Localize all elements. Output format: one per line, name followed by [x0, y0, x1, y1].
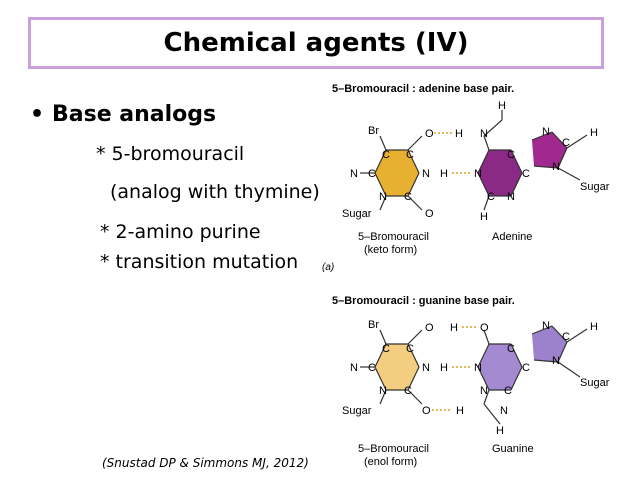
adenine-ring — [478, 150, 522, 196]
atom: N — [552, 161, 560, 173]
atom: H — [456, 405, 464, 417]
figure-a-caption-right: Adenine — [492, 231, 532, 243]
bonds-a — [360, 110, 588, 211]
atom: C — [522, 362, 530, 374]
atom: Br — [368, 319, 379, 331]
figure-b-caption-left-1: 5–Bromouracil — [358, 443, 429, 455]
atom: H — [440, 168, 448, 180]
atom: O — [425, 128, 434, 140]
title-box: Chemical agents (IV) — [28, 17, 604, 69]
atom: C — [404, 191, 412, 203]
atom: H — [455, 128, 463, 140]
atom: N — [422, 362, 430, 374]
atom: N — [552, 355, 560, 367]
hbonds-b — [432, 326, 478, 411]
atom: O — [425, 322, 434, 334]
atom: N — [480, 128, 488, 140]
atom: H — [496, 425, 504, 437]
atom: C — [507, 343, 515, 355]
item-2-amino-purine: * 2-amino purine — [100, 221, 261, 243]
atom: H — [450, 322, 458, 334]
bromouracil-ring — [375, 150, 419, 196]
atom: Sugar — [580, 377, 610, 389]
atom: C — [368, 362, 376, 374]
atom: N — [507, 191, 515, 203]
figure-bromouracil-guanine: 5–Bromouracil : guanine base pair. Br O … — [332, 295, 610, 468]
atom: Sugar — [342, 405, 372, 417]
atom: H — [480, 211, 488, 223]
hbonds-a — [434, 132, 472, 174]
imidazole-ring — [532, 132, 567, 168]
atom: C — [522, 168, 530, 180]
atoms-a: Br O H N H N C H C C N C N H N C C N Sug… — [342, 100, 610, 223]
atom: Br — [368, 125, 379, 137]
bullet-marker: • — [30, 102, 45, 127]
atom: C — [382, 149, 390, 161]
atom: N — [379, 385, 387, 397]
atom: C — [406, 149, 414, 161]
figure-bromouracil-adenine: 5–Bromouracil : adenine base pair. Br O … — [322, 83, 610, 273]
atom: N — [422, 168, 430, 180]
atom: C — [404, 385, 412, 397]
atom: H — [590, 127, 598, 139]
page-title: Chemical agents (IV) — [163, 28, 469, 58]
guanine-ring — [478, 344, 522, 390]
atom: O — [425, 208, 434, 220]
atom: C — [406, 343, 414, 355]
figure-b-caption-right: Guanine — [492, 443, 534, 455]
atom: Sugar — [580, 181, 610, 193]
figure-a-panel-label: (a) — [322, 262, 334, 273]
atom: Sugar — [342, 208, 372, 220]
atom: O — [422, 405, 431, 417]
atom: O — [480, 322, 489, 334]
item-analog-thymine: (analog with thymine) — [110, 181, 320, 203]
citation: (Snustad DP & Simmons MJ, 2012) — [102, 456, 309, 470]
atom: C — [562, 137, 570, 149]
figure-a-caption-left-2: (keto form) — [364, 244, 417, 256]
item-5-bromouracil: * 5-bromouracil — [96, 143, 245, 165]
figure-a-caption-left-1: 5–Bromouracil — [358, 231, 429, 243]
atom: N — [542, 320, 550, 332]
item-transition-mutation: * transition mutation — [100, 251, 299, 273]
atom: H — [590, 321, 598, 333]
figure-b-caption-left-2: (enol form) — [364, 456, 417, 468]
atom: C — [562, 331, 570, 343]
atom: N — [500, 405, 508, 417]
bromouracil-enol-ring — [375, 344, 419, 390]
atoms-b: Br O H O N C H C C N C N H N C C N Sugar… — [342, 319, 610, 437]
atom: C — [487, 191, 495, 203]
atom: N — [474, 168, 482, 180]
atom: C — [382, 343, 390, 355]
atom: H — [498, 100, 506, 112]
atom: C — [504, 385, 512, 397]
atom: N — [480, 385, 488, 397]
atom: N — [350, 362, 358, 374]
atom: N — [350, 168, 358, 180]
atom: H — [440, 362, 448, 374]
atom: N — [379, 191, 387, 203]
bonds-b — [360, 325, 588, 425]
bullet-base-analogs: • Base analogs — [30, 102, 216, 127]
atom: C — [368, 168, 376, 180]
atom: N — [474, 362, 482, 374]
bullet-text: Base analogs — [52, 102, 217, 127]
figure-b-heading: 5–Bromouracil : guanine base pair. — [332, 295, 515, 307]
figure-a-heading: 5–Bromouracil : adenine base pair. — [332, 83, 514, 95]
guanine-imidazole-ring — [532, 326, 567, 362]
atom: C — [507, 149, 515, 161]
atom: N — [542, 126, 550, 138]
